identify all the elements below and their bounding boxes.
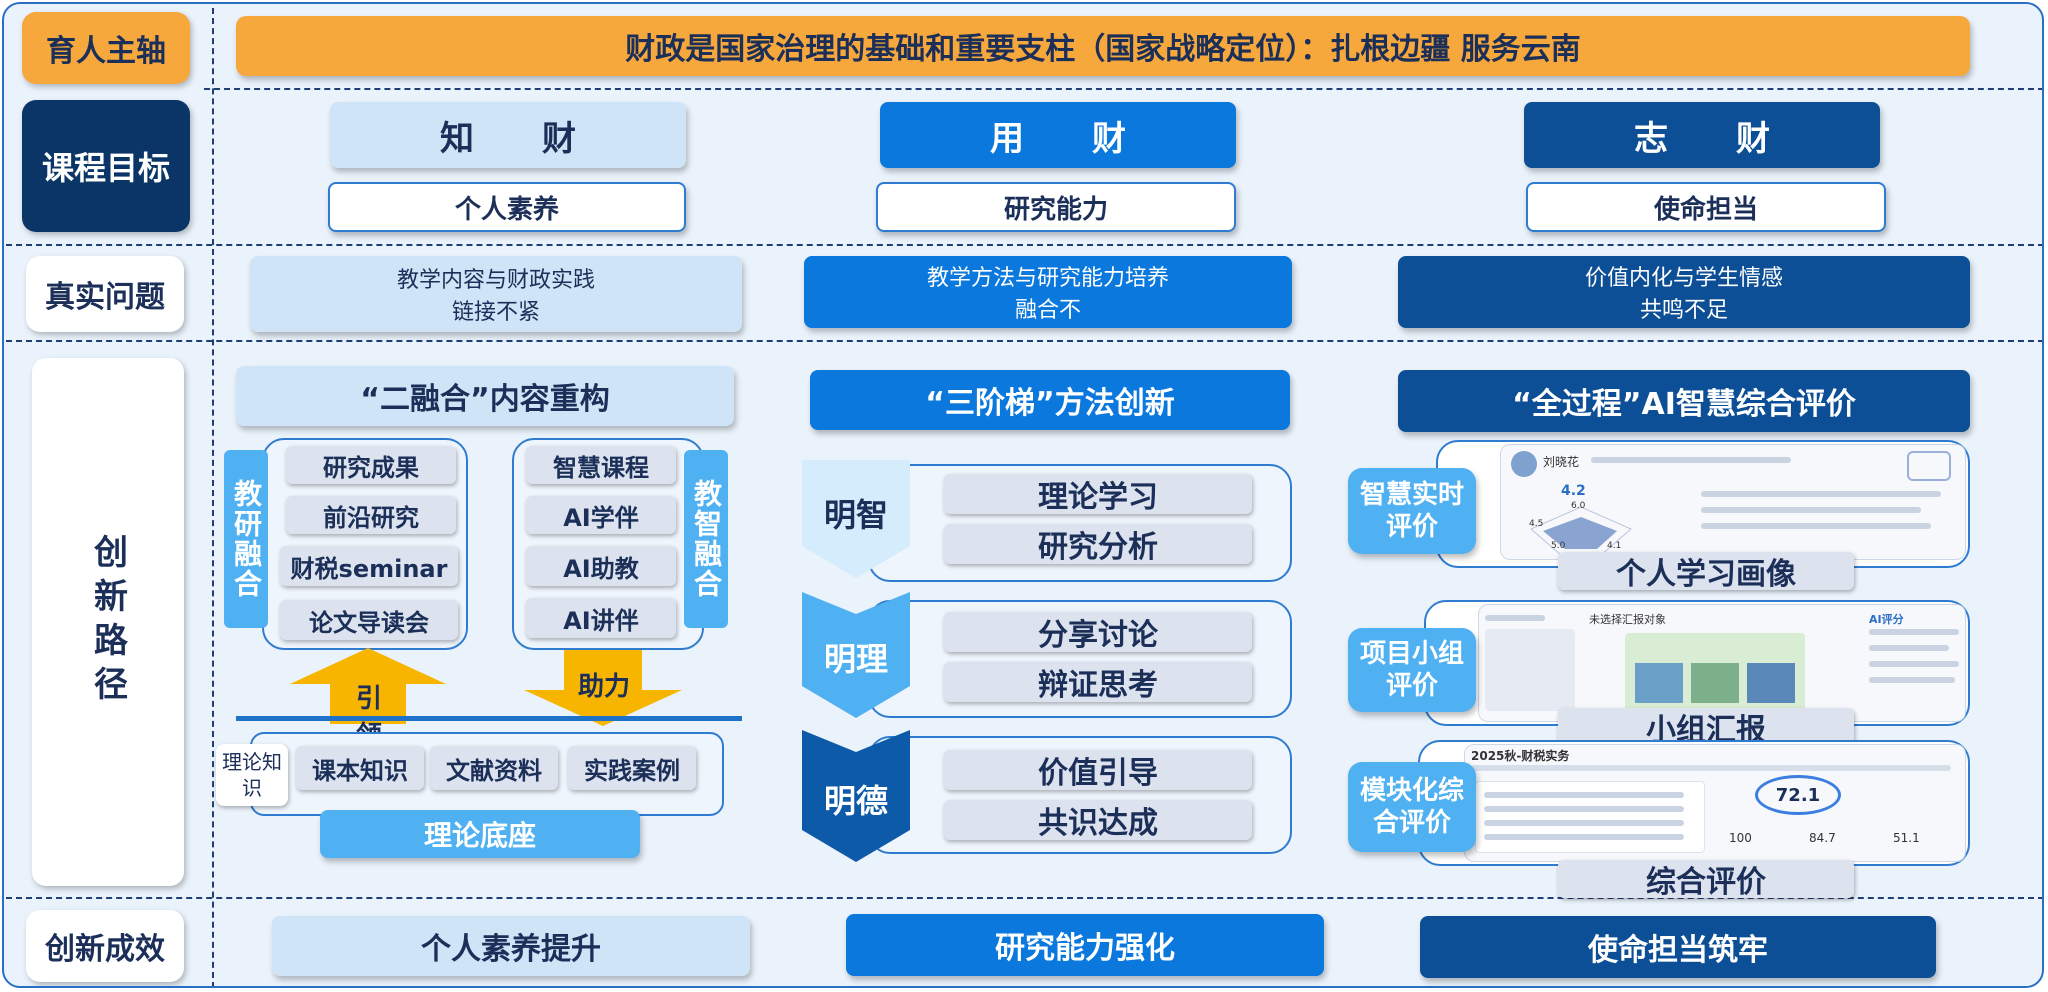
screen2-panel: AI评分	[1869, 613, 1904, 626]
result-2: 研究能力强化	[846, 914, 1324, 976]
screen1-val-1: 6.0	[1571, 501, 1586, 511]
col1-right-item-4: AI讲伴	[526, 598, 676, 638]
goal-sub-2: 研究能力	[876, 182, 1236, 232]
col1-title: “二融合”内容重构	[236, 366, 734, 426]
stage-1-chevron-icon	[802, 460, 910, 578]
row-separator-1	[204, 88, 2042, 90]
goal-title-2: 用 财	[880, 102, 1236, 168]
stage-2-label: 明理	[823, 640, 888, 678]
problem-2-line2: 融合不	[1014, 298, 1081, 323]
base-item-3: 实践案例	[568, 746, 696, 790]
stage-3-label: 明德	[823, 782, 888, 820]
result-1: 个人素养提升	[272, 916, 750, 976]
eval-3-tag: 模块化综合评价	[1348, 762, 1476, 852]
arrow-up-label: 引领	[355, 684, 382, 751]
problem-1-line1: 教学内容与财政实践	[396, 268, 595, 293]
eval-1-caption: 个人学习画像	[1558, 552, 1854, 592]
stage-3-chevron-icon	[802, 730, 910, 862]
arrow-down-label: 助力	[577, 672, 630, 702]
row-label-innovation-results: 创新成效	[26, 910, 184, 982]
base-item-2: 文献资料	[430, 746, 558, 790]
col1-left-item-2: 前沿研究	[286, 496, 456, 534]
screen2-heading: 未选择汇报对象	[1589, 613, 1666, 626]
eval-1-screenshot: 刘晓花 4.2 6.0 4.5 5.0 4.1	[1500, 444, 1966, 560]
stage-3-item-1: 价值引导	[944, 750, 1252, 791]
result-3: 使命担当筑牢	[1420, 916, 1936, 978]
row-separator-3	[6, 340, 2042, 342]
arrow-up-icon	[290, 648, 446, 724]
screen1-val-2: 4.5	[1529, 519, 1544, 529]
goal-title-3: 志 财	[1524, 102, 1880, 168]
stage-2-item-2: 辩证思考	[944, 662, 1252, 703]
problem-1-line2: 链接不紧	[451, 300, 540, 325]
row-label-innovation-path: 创新路径	[32, 358, 184, 886]
avatar	[1511, 451, 1537, 477]
col1-left-item-4: 论文导读会	[280, 600, 458, 640]
col1-left-vertical: 教研融合	[224, 450, 268, 628]
stage-1-item-1: 理论学习	[944, 474, 1252, 515]
row-label-real-problems: 真实问题	[26, 256, 184, 332]
problem-3: 价值内化与学生情感 共鸣不足	[1398, 256, 1970, 328]
goal-sub-3: 使命担当	[1526, 182, 1886, 232]
base-item-1: 课本知识	[296, 746, 424, 790]
score-table	[1475, 781, 1705, 853]
screen1-val-3: 5.0	[1551, 541, 1566, 551]
strategy-banner: 财政是国家治理的基础和重要支柱（国家战略定位）：扎根边疆 服务云南	[236, 16, 1970, 76]
eval-2-tag: 项目小组评价	[1348, 628, 1476, 712]
theory-knowledge-tag: 理论知识	[216, 744, 288, 806]
col1-left-item-3: 财税seminar	[280, 546, 458, 586]
stage-2-item-1: 分享讨论	[944, 612, 1252, 653]
arrow-down-icon	[524, 650, 682, 726]
screen3-val-3: 51.1	[1893, 831, 1920, 845]
problem-2-line1: 教学方法与研究能力培养	[926, 266, 1169, 291]
stage-1-label: 明智	[823, 496, 888, 534]
eval-1-tag: 智慧实时评价	[1348, 468, 1476, 554]
col2-title: “三阶梯”方法创新	[810, 370, 1290, 430]
row-separator-4	[6, 897, 2042, 899]
col1-right-item-1: 智慧课程	[526, 446, 676, 484]
row-label-main-axis: 育人主轴	[22, 12, 190, 84]
problem-3-line1: 价值内化与学生情感	[1584, 266, 1783, 291]
col1-right-vertical: 教智融合	[684, 450, 728, 628]
badge-icon	[1907, 451, 1951, 481]
problem-2: 教学方法与研究能力培养 融合不	[804, 256, 1292, 328]
base-divider	[236, 716, 742, 721]
eval-2-screenshot: 未选择汇报对象 AI评分	[1478, 604, 1966, 722]
eval-3-screenshot: 2025秋-财税实务 72.1 100 84.7 51.1	[1464, 744, 1966, 862]
col3-title: “全过程”AI智慧综合评价	[1398, 370, 1970, 432]
screen3-heading: 2025秋-财税实务	[1471, 749, 1570, 763]
row-label-course-goals: 课程目标	[22, 100, 190, 232]
problem-3-line2: 共鸣不足	[1639, 298, 1728, 323]
goal-sub-1: 个人素养	[328, 182, 686, 232]
col1-right-item-3: AI助教	[526, 546, 676, 586]
screen3-score: 72.1	[1755, 775, 1841, 815]
report-slide	[1625, 633, 1805, 717]
theory-base-title: 理论底座	[320, 810, 640, 858]
column-separator	[212, 8, 214, 986]
goal-title-1: 知 财	[330, 102, 686, 168]
col1-right-item-2: AI学伴	[526, 496, 676, 534]
row-separator-2	[6, 244, 2042, 246]
student-name: 刘晓花	[1543, 455, 1580, 469]
stage-1-item-2: 研究分析	[944, 524, 1252, 565]
screen1-val-4: 4.1	[1607, 541, 1622, 551]
screen1-score: 4.2	[1561, 483, 1586, 499]
stage-3-item-2: 共识达成	[944, 800, 1252, 841]
screen3-val-1: 100	[1729, 831, 1752, 845]
stage-2-chevron-icon	[802, 592, 910, 718]
col1-left-item-1: 研究成果	[286, 446, 456, 484]
eval-3-caption: 综合评价	[1558, 860, 1854, 900]
screen3-val-2: 84.7	[1809, 831, 1836, 845]
group-list	[1485, 629, 1575, 711]
problem-1: 教学内容与财政实践 链接不紧	[250, 256, 742, 332]
